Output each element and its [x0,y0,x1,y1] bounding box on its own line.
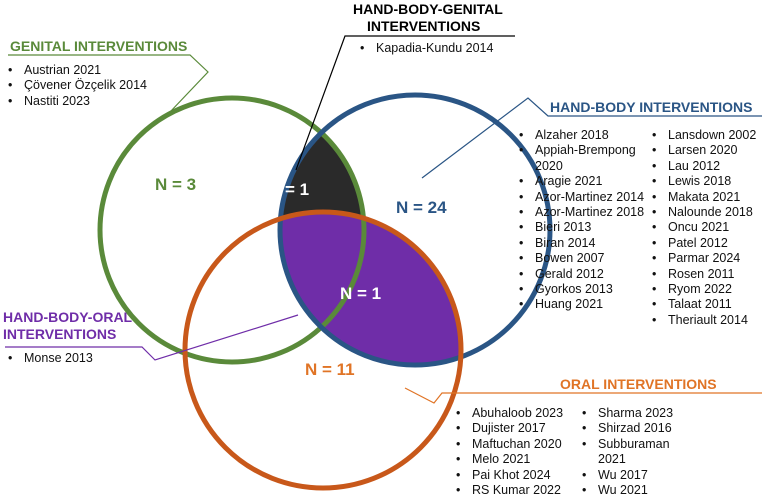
study-item: Wu 2017 [578,468,688,484]
study-item: Ryom 2022 [648,282,770,298]
study-item: Aragie 2021 [515,174,645,190]
study-item: Gyorkos 2013 [515,282,645,298]
oral-study-list-col1: Abuhaloob 2023Dujister 2017Maftuchan 202… [452,406,580,499]
hand-body-genital-title-line1: HAND-BODY-GENITAL [353,1,503,17]
study-item: Lansdown 2002 [648,128,770,144]
study-item: Sharma 2023 [578,406,688,422]
hand-body-oral-count: N = 1 [340,284,382,303]
oral-count: N = 11 [305,360,355,379]
oral-study-list-col2: Sharma 2023Shirzad 2016Subburaman 2021Wu… [578,406,688,499]
hand-body-leader [421,97,762,179]
study-item: Azor-Martinez 2014 [515,190,645,206]
hand-body-title: HAND-BODY INTERVENTIONS [550,99,753,115]
study-item: Maftuchan 2020 [452,437,580,453]
study-item: Wu 2021 [578,483,688,499]
study-item: Azor-Martinez 2018 [515,205,645,221]
study-item: Nalounde 2018 [648,205,770,221]
study-item: Alzaher 2018 [515,128,645,144]
oral-title: ORAL INTERVENTIONS [560,376,717,392]
genital-count: N = 3 [155,175,197,194]
study-item: Melo 2021 [452,452,580,468]
hand-body-oral-title-line2: INTERVENTIONS [3,326,117,342]
study-item: Rosen 2011 [648,267,770,283]
study-item: Dujister 2017 [452,421,580,437]
genital-study-list: Austrian 2021Çövener Özçelik 2014Nastiti… [4,63,194,110]
study-item: Lau 2012 [648,159,770,175]
study-item: Shirzad 2016 [578,421,688,437]
study-item: Talaat 2011 [648,297,770,313]
study-item: Pai Khot 2024 [452,468,580,484]
study-item: Lewis 2018 [648,174,770,190]
study-item: Subburaman 2021 [578,437,688,468]
hand-body-oral-leader [5,314,299,361]
study-item: Bowen 2007 [515,251,645,267]
oral-leader [404,387,762,404]
hand-body-count: N = 24 [396,198,447,217]
study-item: Bieri 2013 [515,220,645,236]
study-item: Kapadia-Kundu 2014 [356,41,536,57]
hand-body-oral-study-list: Monse 2013 [4,351,144,367]
study-item: Larsen 2020 [648,143,770,159]
study-item: Çövener Özçelik 2014 [4,78,194,94]
study-item: Biran 2014 [515,236,645,252]
study-item: Nastiti 2023 [4,94,194,110]
study-item: Gerald 2012 [515,267,645,283]
study-item: Parmar 2024 [648,251,770,267]
study-item: Monse 2013 [4,351,144,367]
study-item: Oncu 2021 [648,220,770,236]
study-item: Theriault 2014 [648,313,770,329]
hand-body-genital-count: N = 1 [268,180,310,199]
study-item: Huang 2021 [515,297,645,313]
hand-body-study-list-col2: Lansdown 2002Larsen 2020Lau 2012Lewis 20… [648,128,770,329]
study-item: Austrian 2021 [4,63,194,79]
hand-body-genital-title-line2: INTERVENTIONS [367,18,481,34]
study-item: Makata 2021 [648,190,770,206]
genital-circle [97,95,367,365]
study-item: Appiah-Brempong 2020 [515,143,645,174]
hand-body-oral-title-line1: HAND-BODY-ORAL [3,309,133,325]
study-item: Patel 2012 [648,236,770,252]
hand-body-genital-study-list: Kapadia-Kundu 2014 [356,41,536,57]
study-item: Abuhaloob 2023 [452,406,580,422]
hand-body-genital-leader [295,35,515,171]
study-item: RS Kumar 2022 [452,483,580,499]
hand-body-study-list-col1: Alzaher 2018Appiah-Brempong 2020Aragie 2… [515,128,645,313]
genital-title: GENITAL INTERVENTIONS [10,38,188,54]
